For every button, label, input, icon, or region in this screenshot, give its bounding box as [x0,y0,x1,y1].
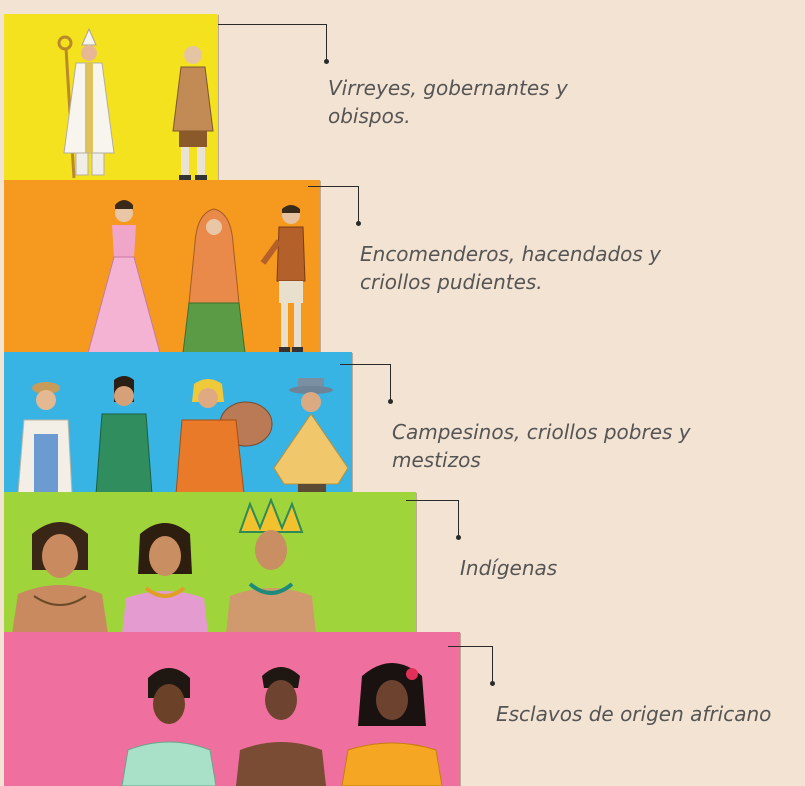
indigenous-feather-crown-figure [226,498,316,634]
pyramid-tier-indigenas [4,492,416,634]
leader-dot-encomenderos [356,221,361,226]
lady-pink-dress-figure [87,200,161,353]
label-encomenderos-line-2: criollos pudientes. [360,270,543,294]
lady-shawl-figure [182,208,246,353]
label-indigenas-line-1: Indígenas [460,556,558,580]
pyramid-tier-encomenderos [4,180,320,353]
label-campesinos: Campesinos, criollos pobres y mestizos [392,418,691,474]
farmer-figure [17,382,73,494]
bishop-figure [57,27,115,179]
enslaved-man-figure [236,667,326,786]
governor-figure [172,46,214,180]
leader-line-indigenas [406,500,459,539]
pyramid-tier-campesinos [4,352,352,494]
enslaved-woman-figure [122,668,216,786]
gentleman-figure [260,205,306,352]
label-esclavos: Esclavos de origen africano [496,700,771,728]
label-virreyes-line-2: obispos. [328,104,411,128]
indigenous-woman-figure [122,523,208,634]
label-campesinos-line-2: mestizos [392,448,481,472]
leader-dot-campesinos [388,399,393,404]
leader-dot-indigenas [456,535,461,540]
poncho-man-figure [273,378,349,494]
pyramid-tier-virreyes [4,14,218,181]
mestizo-man-figure [95,376,153,494]
leader-line-encomenderos [308,186,359,225]
leader-line-campesinos [340,364,391,403]
label-virreyes: Virreyes, gobernantes y obispos. [328,74,568,130]
label-encomenderos: Encomenderos, hacendados y criollos pudi… [360,240,661,296]
leader-dot-esclavos [490,681,495,686]
leader-line-esclavos [448,646,493,685]
label-indigenas: Indígenas [460,554,557,582]
label-encomenderos-line-1: Encomenderos, hacendados y [360,242,662,266]
label-campesinos-line-1: Campesinos, criollos pobres y [392,420,691,444]
leader-dot-virreyes [324,59,329,64]
indigenous-man-figure [12,522,108,634]
pyramid-tier-esclavos [4,632,460,786]
enslaved-woman-flower-figure [342,663,442,786]
leader-line-virreyes [218,24,327,63]
woman-with-sack-figure [175,379,273,494]
label-virreyes-line-1: Virreyes, gobernantes y [328,76,568,100]
label-esclavos-line-1: Esclavos de origen africano [496,702,772,726]
